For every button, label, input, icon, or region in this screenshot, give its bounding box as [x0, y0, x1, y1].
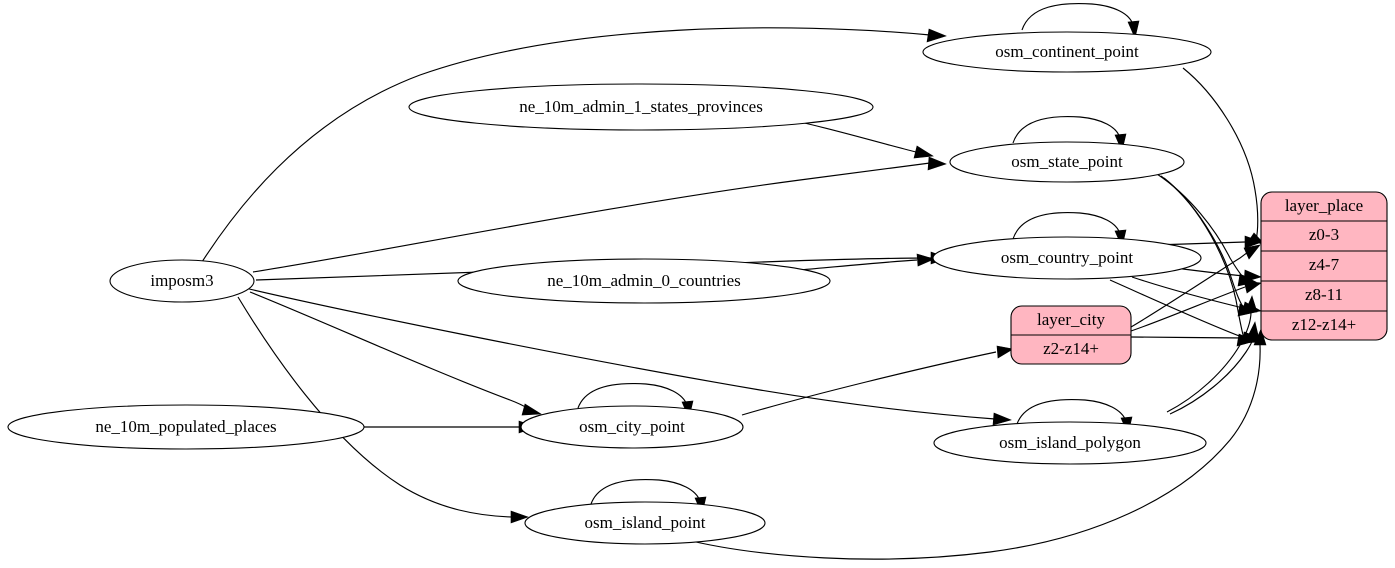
edge-imposm3-to-osm-island-polygon: [244, 287, 1012, 426]
record-layer-city[interactable]: layer_city z2-z14+: [1010, 305, 1132, 365]
edge-osm-island-point-to-layer-place-z12-z14: [682, 328, 1267, 560]
node-imposm3[interactable]: imposm3: [109, 259, 255, 303]
node-osm-country-point[interactable]: osm_country_point: [932, 236, 1202, 280]
node-osm-city-point[interactable]: osm_city_point: [520, 405, 744, 449]
node-osm-continent-point[interactable]: osm_continent_point: [922, 31, 1212, 73]
edge-imposm3-to-osm-city-point: [249, 291, 542, 416]
record-layer-place[interactable]: layer_place z0-3 z4-7 z8-11 z12-z14+: [1260, 191, 1388, 341]
node-osm-state-point[interactable]: osm_state_point: [949, 141, 1185, 183]
node-ne-10m-admin-0-countries[interactable]: ne_10m_admin_0_countries: [457, 258, 831, 304]
edge-osm-country-point-to-layer-place-z4-7: [1174, 267, 1262, 283]
edge-imposm3-to-osm-continent-point: [199, 27, 947, 266]
edge-self-loop-osm-state-point: [1012, 116, 1127, 152]
edge-self-loop-osm-continent-point: [1021, 3, 1140, 39]
node-ne-10m-populated-places[interactable]: ne_10m_populated_places: [7, 404, 365, 450]
node-osm-island-polygon[interactable]: osm_island_polygon: [933, 421, 1207, 465]
edge-osm-island-polygon-to-layer-place-z8-11: [1166, 295, 1258, 413]
edge-imposm3-to-osm-state-point: [252, 156, 947, 273]
node-layer: imposm3 ne_10m_admin_1_states_provinces …: [7, 31, 1212, 545]
edge-layer-city-to-layer-place-z0-3: [1130, 244, 1261, 328]
edge-ne-states-to-osm-state-point: [799, 121, 934, 159]
edge-layer-city-to-layer-place-z4-7: [1130, 280, 1262, 332]
node-osm-island-point[interactable]: osm_island_point: [524, 501, 766, 545]
edge-osm-island-polygon-to-layer-place-z12-z14: [1169, 321, 1260, 415]
edge-osm-continent-point-to-layer-place-z0-3: [1182, 67, 1267, 247]
edge-osm-city-point-to-layer-city: [741, 345, 1014, 416]
edge-imposm3-to-osm-island-point: [237, 296, 529, 524]
edge-ne-countries-to-osm-country-point: [799, 253, 935, 271]
node-ne-10m-admin-1-states-provinces[interactable]: ne_10m_admin_1_states_provinces: [408, 83, 874, 131]
edge-ne-places-to-osm-city-point: [364, 420, 537, 434]
